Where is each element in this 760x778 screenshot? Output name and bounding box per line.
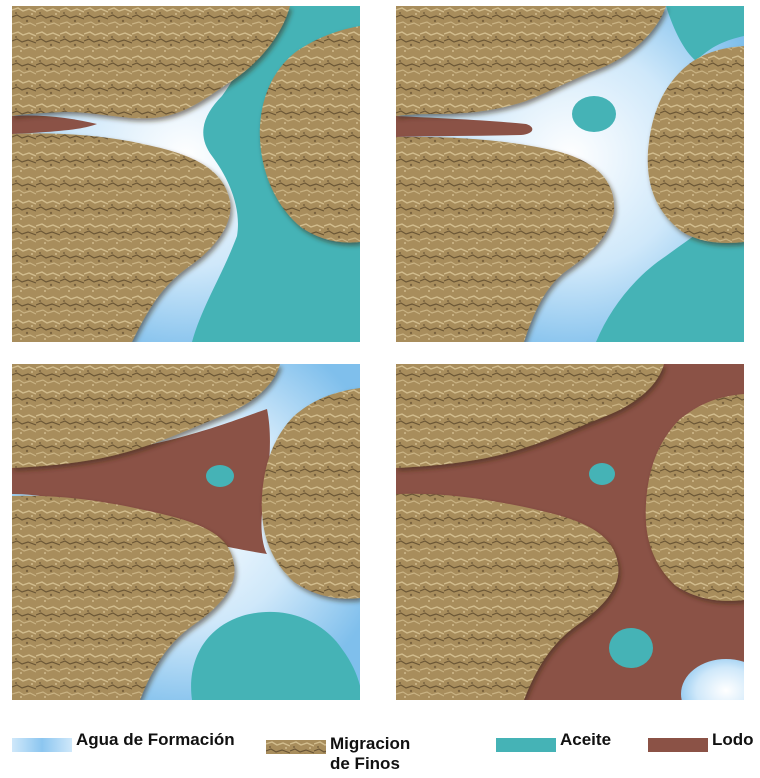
legend-item-finos: Migracion de Finos xyxy=(266,730,410,774)
oil-droplet-small xyxy=(589,463,615,485)
pore-diagram-3 xyxy=(12,364,360,700)
oil-droplet xyxy=(206,465,234,487)
pore-diagram-2 xyxy=(396,6,744,342)
pore-panel-2 xyxy=(396,6,744,342)
agua-swatch-icon xyxy=(12,738,72,752)
legend-item-aceite: Aceite xyxy=(496,730,611,752)
oil-droplet-large xyxy=(609,628,653,668)
oil-droplet xyxy=(572,96,616,132)
legend-item-agua: Agua de Formación xyxy=(12,730,235,752)
pore-panel-4 xyxy=(396,364,744,700)
aceite-swatch-icon xyxy=(496,738,556,752)
pore-diagram-1 xyxy=(12,6,360,342)
rock-texture-swatch-icon xyxy=(266,740,326,754)
pore-panel-1 xyxy=(12,6,360,342)
legend-label-finos: Migracion de Finos xyxy=(330,734,410,774)
pore-diagram-4 xyxy=(396,364,744,700)
legend-label-agua: Agua de Formación xyxy=(76,730,235,750)
legend: Agua de Formación Migracion de Finos Ace… xyxy=(0,730,760,778)
legend-item-lodo: Lodo xyxy=(648,730,754,752)
legend-label-lodo: Lodo xyxy=(712,730,754,750)
legend-label-aceite: Aceite xyxy=(560,730,611,750)
pore-panel-3 xyxy=(12,364,360,700)
lodo-swatch-icon xyxy=(648,738,708,752)
